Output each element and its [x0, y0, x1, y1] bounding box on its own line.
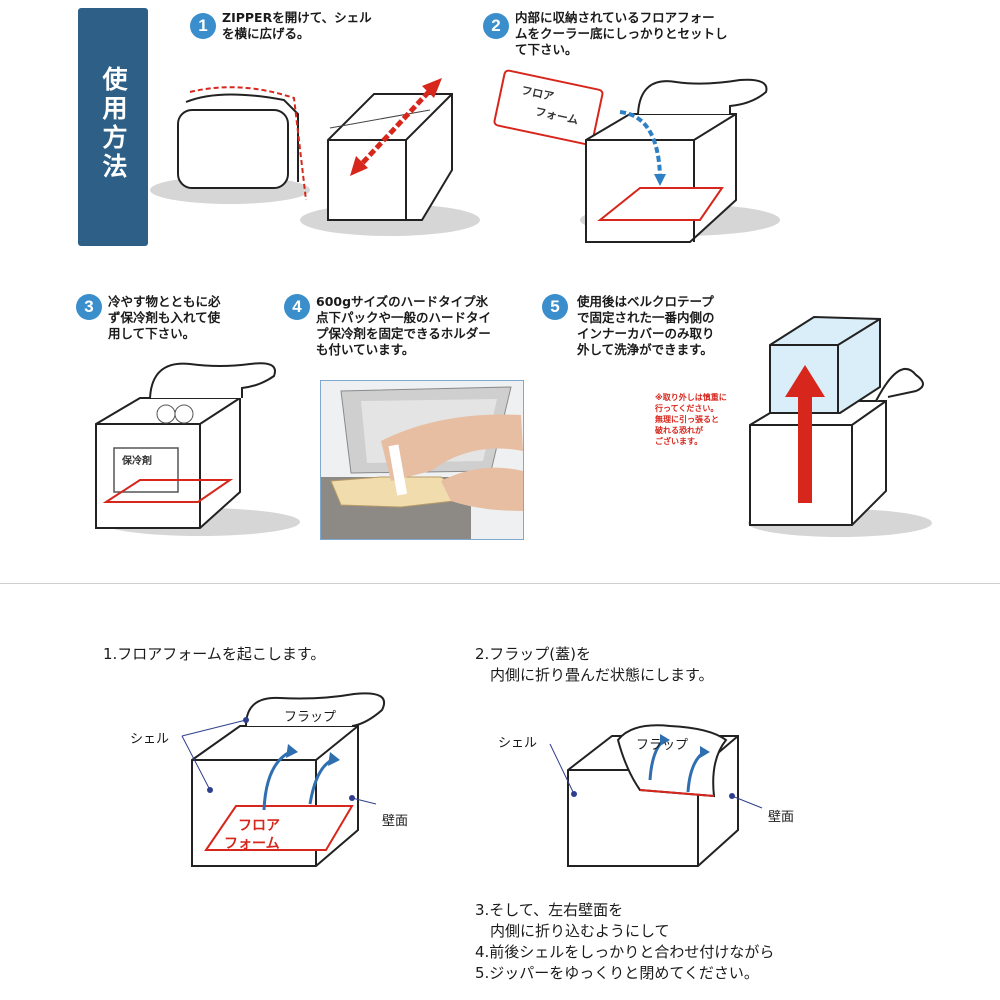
label-shell-1: シェル — [130, 732, 170, 747]
step-5-illustration — [748, 315, 932, 537]
cold-pack-label: 保冷剤 — [121, 454, 152, 467]
step-5-badge: 5 — [542, 294, 568, 320]
fold-step-2: 2.フラップ(蓋)を 内側に折り畳んだ状態にします。 — [475, 645, 714, 684]
fold-step-1: 1.フロアフォームを起こします。 — [103, 645, 326, 663]
fold-diagram-1: フロア フォーム — [181, 692, 385, 867]
section-divider — [0, 583, 1000, 584]
step-1-text: ZIPPERを開けて、シェル を横に広げる。 — [222, 10, 372, 41]
label-wall-2: 壁面 — [768, 810, 795, 825]
svg-text:フロア: フロア — [238, 818, 280, 834]
step-3-text: 冷やす物とともに必 ず保冷剤も入れて使 用して下さい。 — [108, 294, 221, 341]
holder-photo — [320, 380, 524, 540]
svg-text:フォーム: フォーム — [224, 836, 280, 852]
step-2-illustration: フロア フォーム — [493, 69, 780, 243]
warning-note: ※取り外しは慎重に 行ってください。 無理に引っ張ると 破れる恐れが ございます… — [655, 393, 727, 446]
label-flap-1: フラップ — [284, 710, 337, 725]
fold-diagram-2 — [549, 724, 763, 867]
step-5-text: 使用後はベルクロテープ で固定された一番内側の インナーカバーのみ取り 外して洗… — [577, 294, 715, 357]
label-flap-2: フラップ — [636, 738, 689, 753]
step-3-illustration: 保冷剤 — [95, 362, 300, 536]
label-shell-2: シェル — [498, 736, 538, 751]
page-title: 使用方法 — [99, 66, 128, 182]
section-tab: 使用方法 — [78, 8, 148, 246]
fold-steps-rest: 3.そして、左右壁面を 内側に折り込むようにして 4.前後シェルをしっかりと合わ… — [475, 901, 775, 982]
step-1-illustration — [150, 78, 480, 236]
step-3-badge: 3 — [76, 294, 102, 320]
step-2-text: 内部に収納されているフロアフォー ムをクーラー底にしっかりとセットし て下さい。 — [515, 10, 728, 57]
step-4-badge: 4 — [284, 294, 310, 320]
step-1-badge: 1 — [190, 13, 216, 39]
step-2-badge: 2 — [483, 13, 509, 39]
step-4-text: 600gサイズのハードタイプ氷 点下パックや一般のハードタイ プ保冷剤を固定でき… — [316, 294, 492, 357]
label-wall-1: 壁面 — [382, 814, 409, 829]
